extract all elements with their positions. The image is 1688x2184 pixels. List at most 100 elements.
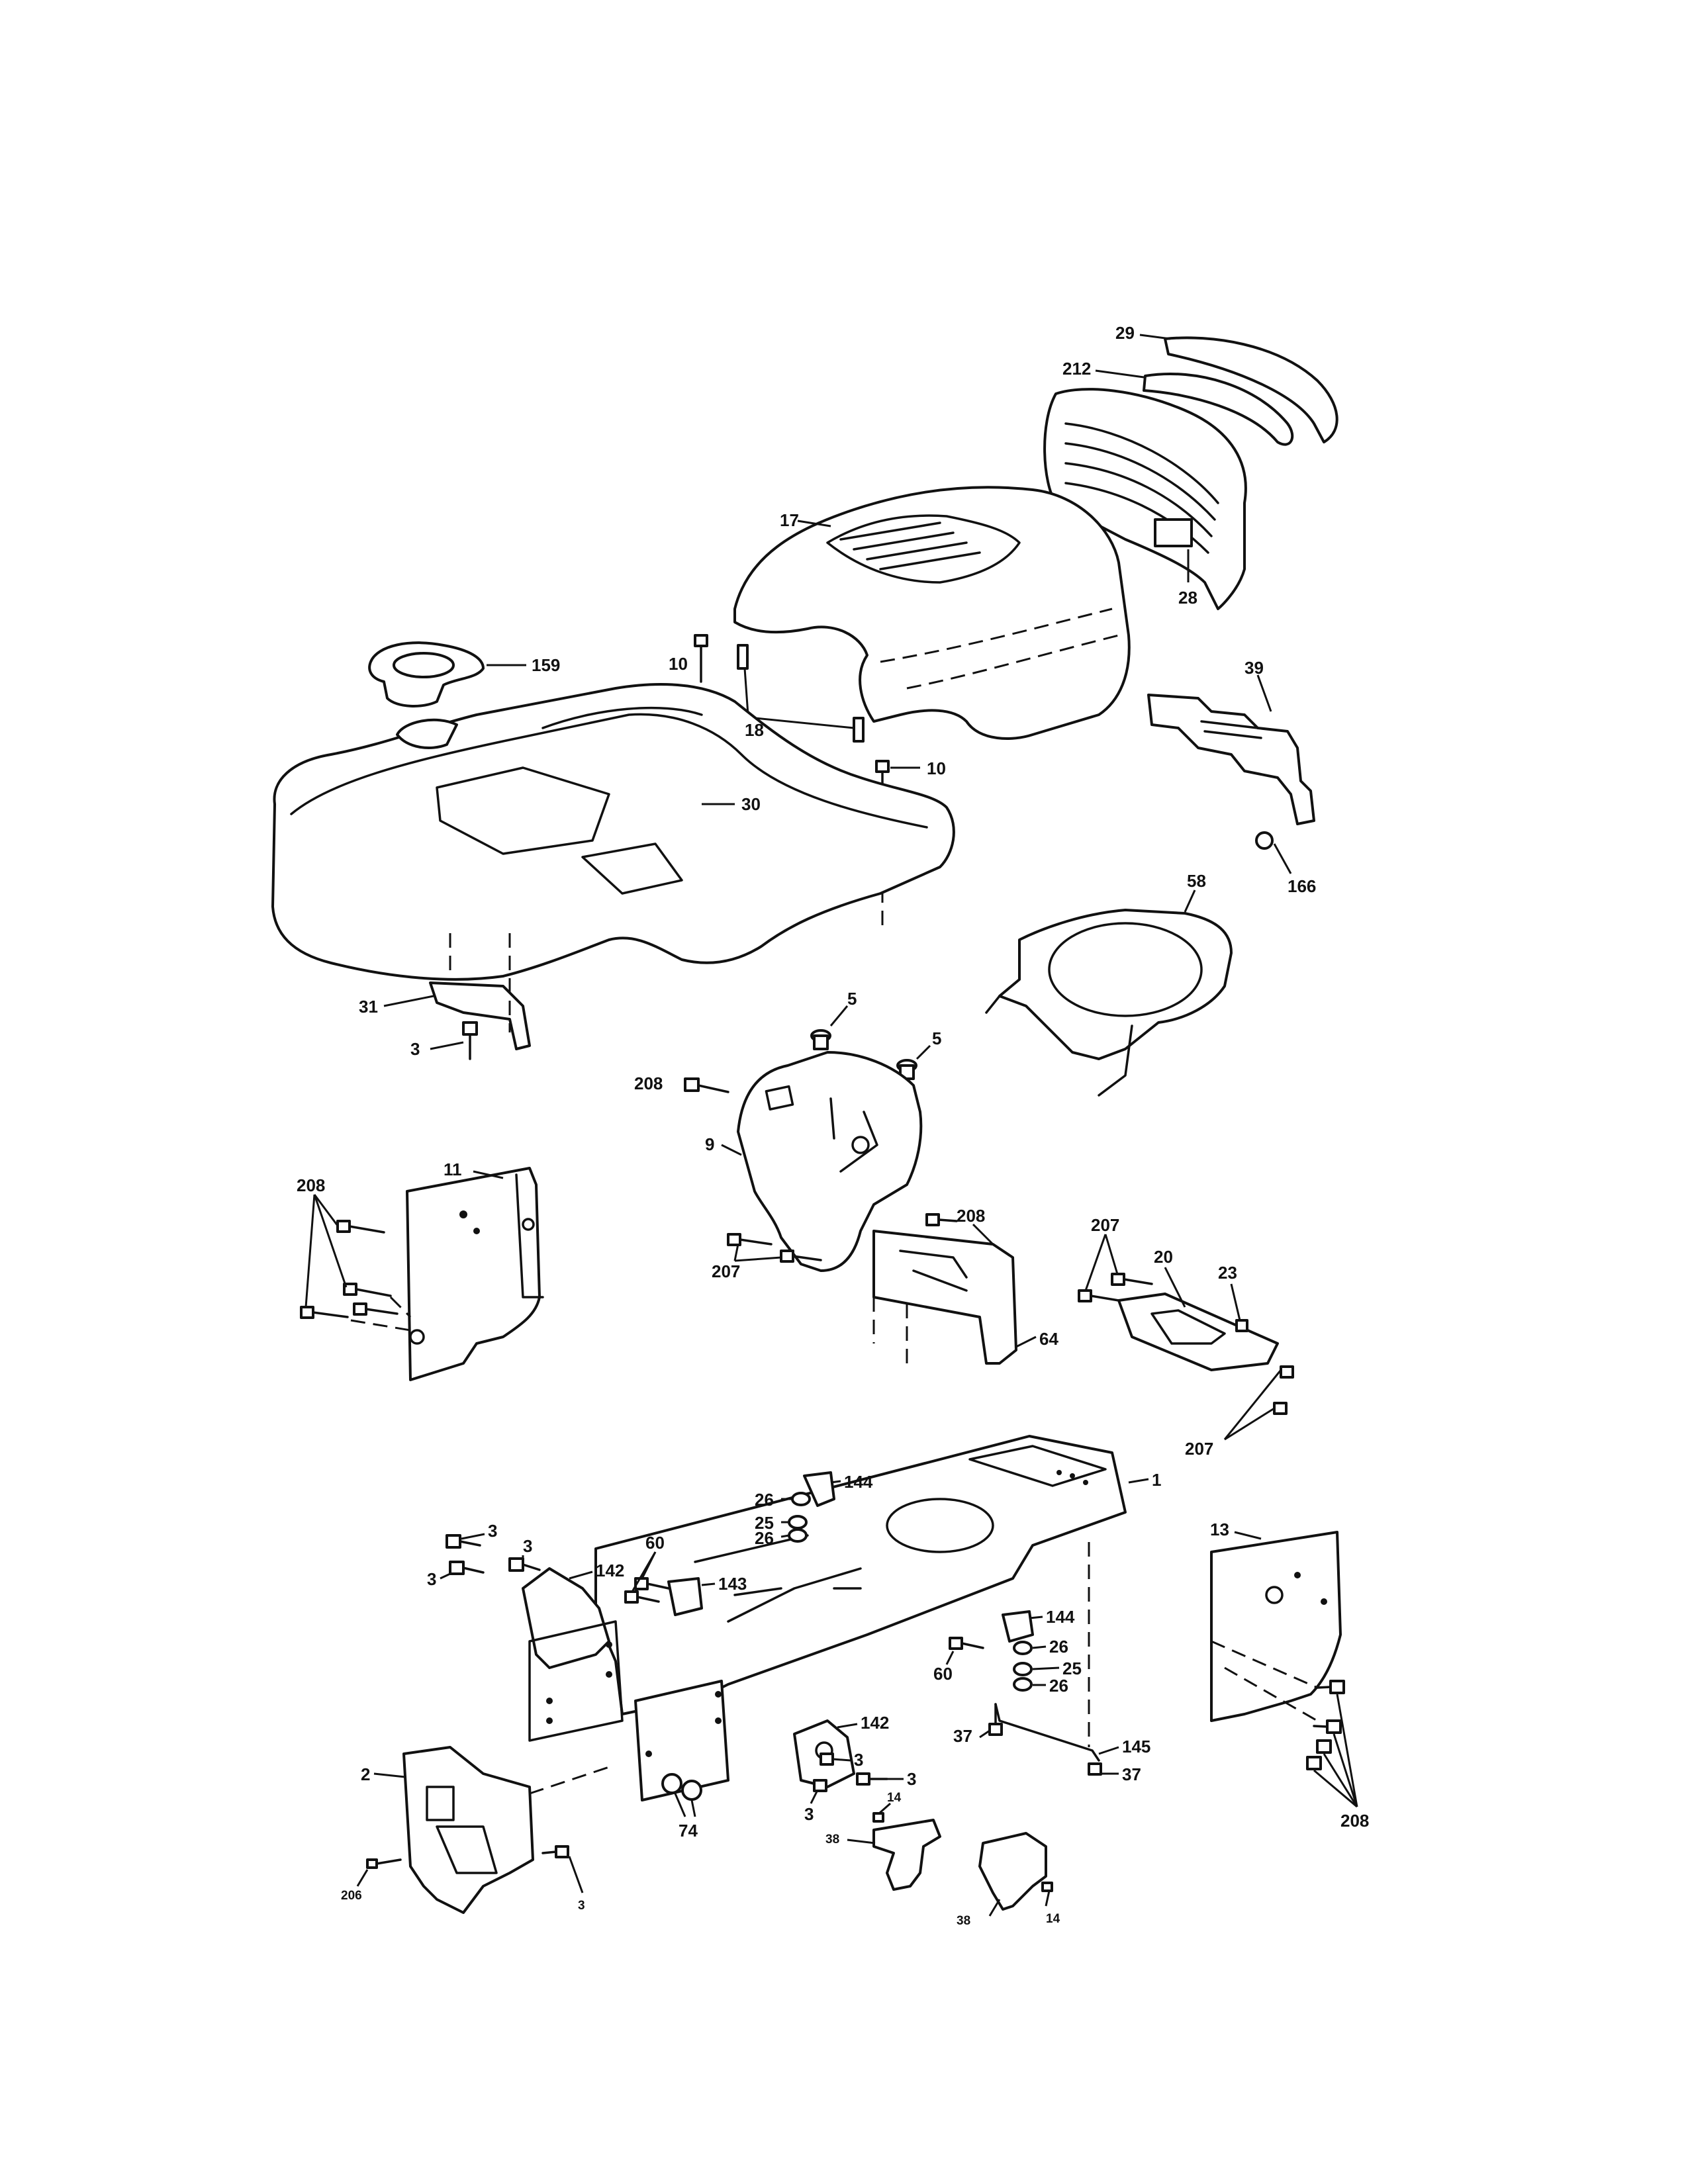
callout-2: 2 [361, 1764, 370, 1784]
part-144-bracket-lower [1002, 1610, 1043, 1643]
callout-5a: 5 [847, 989, 857, 1009]
callout-26d: 26 [1049, 1676, 1068, 1696]
part-3-bolt-front [541, 1845, 584, 1893]
part-20-plate [1117, 1267, 1279, 1371]
callout-30: 30 [741, 794, 761, 814]
part-38-bracket-right [978, 1832, 1053, 1917]
callout-208a: 208 [634, 1073, 663, 1093]
callout-144b: 144 [1046, 1607, 1075, 1627]
callout-64: 64 [1039, 1329, 1058, 1349]
part-60-bolt-lower [945, 1637, 984, 1665]
part-30-fender [271, 683, 955, 981]
callout-13: 13 [1210, 1520, 1229, 1539]
callout-38a: 38 [825, 1833, 839, 1846]
part-3-bolts-lower [810, 1752, 904, 1804]
part-3-bolt-a [430, 1021, 478, 1060]
callout-14b: 14 [1046, 1912, 1060, 1926]
part-144-bracket-upper [803, 1471, 841, 1507]
part-208-bolts-right [1211, 1640, 1358, 1808]
callout-29: 29 [1115, 323, 1135, 343]
callout-58: 58 [1187, 871, 1206, 891]
callout-39: 39 [1244, 658, 1264, 678]
part-145-rod [994, 1703, 1119, 1762]
callout-207c: 207 [1185, 1439, 1213, 1459]
callout-1: 1 [1152, 1470, 1161, 1490]
callout-10a: 10 [669, 654, 688, 674]
callout-144a: 144 [844, 1472, 873, 1492]
callout-3b: 3 [488, 1521, 497, 1541]
callout-28: 28 [1178, 588, 1197, 608]
part-206-screw [356, 1858, 402, 1887]
part-166-bolt [1255, 831, 1292, 874]
callout-37b: 37 [1122, 1764, 1141, 1784]
part-37-bolt-upper [979, 1703, 1003, 1739]
part-74-nuts [661, 1773, 702, 1817]
callout-3f: 3 [907, 1769, 916, 1789]
callout-23: 23 [1218, 1263, 1237, 1283]
callout-208c: 208 [297, 1175, 325, 1195]
part-38-bracket-left [847, 1802, 941, 1891]
callout-3a: 3 [410, 1039, 420, 1059]
callout-142b: 142 [861, 1713, 889, 1733]
callout-10b: 10 [927, 758, 946, 778]
callout-20: 20 [1154, 1247, 1173, 1267]
part-58-shroud [985, 889, 1233, 1097]
callout-3h: 3 [578, 1899, 585, 1913]
callout-74: 74 [679, 1821, 698, 1841]
part-207-bolts-center [727, 1233, 822, 1263]
callout-26b: 26 [755, 1528, 774, 1548]
callout-60b: 60 [933, 1664, 953, 1684]
callout-18: 18 [745, 720, 764, 740]
callout-26c: 26 [1049, 1637, 1068, 1657]
part-13-side-panel [1210, 1531, 1342, 1722]
part-28-grille [1043, 388, 1247, 610]
callout-14a: 14 [887, 1791, 902, 1805]
part-142-bracket-upper [522, 1567, 624, 1742]
callout-207a: 207 [712, 1261, 740, 1281]
callout-9: 9 [705, 1134, 714, 1154]
callout-17: 17 [780, 510, 799, 530]
callout-143: 143 [718, 1574, 747, 1594]
callout-166: 166 [1288, 876, 1316, 896]
callout-3c: 3 [523, 1536, 532, 1556]
callout-208d: 208 [1340, 1811, 1369, 1831]
part-208-bolt-c [925, 1213, 994, 1246]
callout-37a: 37 [953, 1726, 972, 1746]
part-17-hood [733, 486, 1131, 740]
callout-3g: 3 [804, 1804, 814, 1824]
part-29-trim [1139, 334, 1338, 443]
callout-31: 31 [359, 997, 378, 1017]
part-143-bracket [667, 1577, 716, 1616]
callout-208b: 208 [957, 1206, 985, 1226]
callout-3e: 3 [854, 1750, 863, 1770]
callout-26a: 26 [755, 1490, 774, 1510]
part-3-bolts-upper-left [440, 1533, 541, 1580]
part-212-trim [1095, 369, 1294, 446]
callout-212: 212 [1062, 359, 1091, 379]
callout-207b: 207 [1091, 1215, 1119, 1235]
part-39-bracket [1147, 674, 1315, 825]
part-2-front-bracket [373, 1746, 610, 1914]
part-11-side-panel [406, 1167, 544, 1381]
part-26-25-washers-upper [780, 1492, 811, 1543]
part-64-bracket [872, 1230, 1037, 1365]
callout-11: 11 [444, 1160, 462, 1179]
callout-206: 206 [341, 1889, 362, 1903]
callout-38b: 38 [957, 1914, 970, 1928]
part-207-bolts-right [1078, 1234, 1294, 1441]
part-159-cup-holder [368, 641, 526, 707]
part-26-25-washers-lower [1013, 1641, 1060, 1692]
callout-159: 159 [532, 655, 560, 675]
part-208-bolts-left [300, 1194, 412, 1332]
part-18-bumper [737, 644, 865, 743]
callout-5b: 5 [932, 1028, 941, 1048]
callout-25b: 25 [1062, 1659, 1082, 1678]
part-208-bolt-b [684, 1077, 729, 1093]
callout-145: 145 [1122, 1737, 1150, 1756]
part-37-bolt-lower [1088, 1762, 1119, 1776]
part-23-nut [1230, 1283, 1248, 1332]
callout-3d: 3 [427, 1569, 436, 1589]
part-31-bracket [383, 933, 531, 1050]
callout-142a: 142 [596, 1561, 624, 1580]
